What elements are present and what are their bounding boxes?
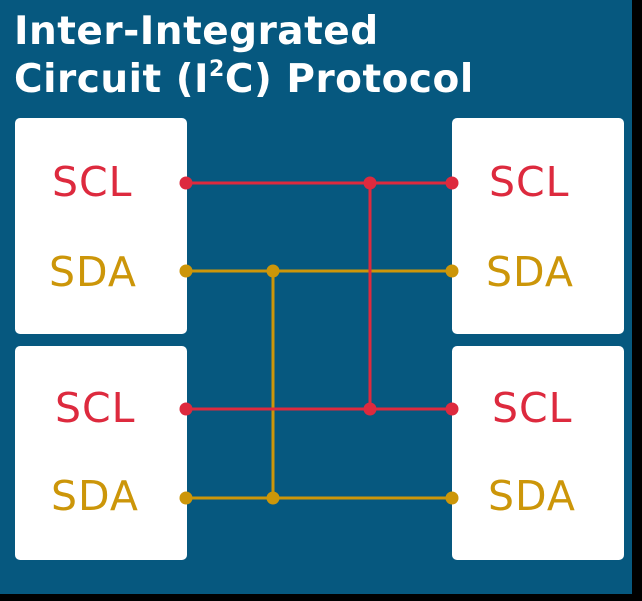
sda-node — [179, 264, 193, 278]
scl-label: SCL — [55, 384, 136, 432]
scl-junction — [363, 176, 377, 190]
scl-junction — [363, 402, 377, 416]
scl-node — [445, 402, 459, 416]
sda-node — [445, 264, 459, 278]
sda-label: SDA — [51, 472, 139, 520]
sda-node — [445, 491, 459, 505]
sda-label: SDA — [488, 472, 576, 520]
sda-label: SDA — [49, 248, 137, 296]
device-right-bottom: SCL SDA — [452, 346, 624, 560]
diagram-panel: Inter-Integrated Circuit (I2C) Protocol … — [0, 0, 632, 594]
scl-node — [179, 402, 193, 416]
diagram-title: Inter-Integrated Circuit (I2C) Protocol — [14, 8, 474, 104]
bus-wires — [179, 176, 459, 505]
sda-junction — [266, 264, 280, 278]
sda-node — [179, 491, 193, 505]
scl-label: SCL — [492, 384, 573, 432]
title-line-1: Inter-Integrated — [14, 9, 379, 54]
device-left-top: SCL SDA — [15, 118, 187, 334]
device-left-bottom: SCL SDA — [15, 346, 187, 560]
device-right-top: SCL SDA — [452, 118, 624, 334]
sda-label: SDA — [486, 248, 574, 296]
title-line-2: Circuit (I2C) Protocol — [14, 57, 474, 102]
scl-label: SCL — [489, 158, 570, 206]
scl-node — [445, 176, 459, 190]
scl-label: SCL — [52, 158, 133, 206]
scl-node — [179, 176, 193, 190]
sda-junction — [266, 491, 280, 505]
